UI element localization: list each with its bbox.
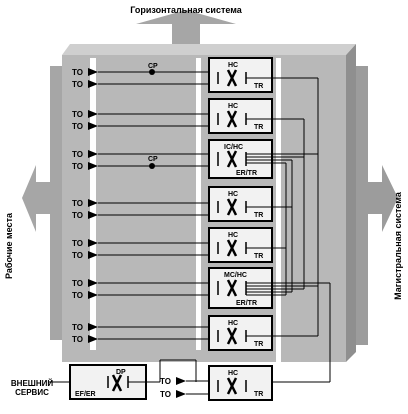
horizontal-system-label: Горизонтальная система — [130, 5, 243, 15]
row-4: TO TO HC TR — [72, 186, 292, 222]
outlet-label: TO — [72, 279, 83, 288]
horizontal-system-arrow-icon — [136, 10, 236, 44]
row-1: TO TO CP HC TR — [72, 57, 318, 93]
consolidation-point-icon — [149, 163, 155, 169]
outlet-icon — [88, 279, 98, 287]
row-2: TO TO HC TR — [72, 98, 304, 134]
hc-label: HC — [228, 320, 238, 327]
backbone-bus-lines — [246, 282, 330, 296]
hc-label: HC — [228, 191, 238, 198]
outlet-icon — [88, 150, 98, 158]
ic-hc-block — [208, 139, 273, 179]
outlet-label: TO — [72, 122, 83, 131]
hc-block — [208, 227, 273, 263]
hc-label: HC — [228, 370, 238, 377]
outlet-label: TO — [72, 68, 83, 77]
patch-panel-icon — [217, 377, 247, 395]
outlet-icon — [176, 390, 186, 398]
main-panel — [62, 44, 356, 362]
external-service-label-line1: ВНЕШНИЙ — [11, 379, 53, 388]
patch-panel-icon — [217, 198, 247, 216]
er-tr-label: ER/TR — [236, 300, 257, 307]
mc-hc-label: MC/HC — [224, 272, 247, 279]
row-3: TO TO CP IC/HC ER/TR — [72, 139, 318, 179]
tr-label: TR — [254, 391, 263, 398]
consolidation-point-icon — [149, 69, 155, 75]
outlet-icon — [88, 80, 98, 88]
hc-block — [208, 57, 273, 93]
work-places-arrow-icon — [22, 66, 62, 340]
outlet-label: TO — [72, 199, 83, 208]
patch-panel-icon — [217, 239, 247, 257]
er-tr-label: ER/TR — [236, 170, 257, 177]
outlet-icon — [88, 323, 98, 331]
hc-block — [208, 98, 273, 134]
outlet-label: TO — [72, 162, 83, 171]
ic-hc-label: IC/HC — [224, 144, 243, 151]
outlet-label: TO — [72, 80, 83, 89]
backbone-risers — [246, 78, 331, 383]
dp-label: DP — [116, 369, 126, 376]
hc-label: HC — [228, 232, 238, 239]
hc-label: HC — [228, 62, 238, 69]
hc-label: HC — [228, 103, 238, 110]
tr-label: TR — [254, 253, 263, 260]
tr-label: TR — [254, 212, 263, 219]
outlet-icon — [88, 239, 98, 247]
tr-label: TR — [254, 124, 263, 131]
outlet-icon — [176, 377, 186, 385]
outlet-label: TO — [72, 239, 83, 248]
outlet-icon — [88, 110, 98, 118]
hc-block — [208, 365, 273, 401]
outlet-label: TO — [72, 110, 83, 119]
consolidation-point-label: CP — [148, 156, 158, 163]
outlet-icon — [88, 199, 98, 207]
outlet-icon — [88, 68, 98, 76]
outlet-label: TO — [160, 377, 171, 386]
outlet-label: TO — [72, 211, 83, 220]
outlet-icon — [88, 335, 98, 343]
outlet-icon — [88, 162, 98, 170]
tr-label: TR — [254, 83, 263, 90]
outlet-icon — [88, 211, 98, 219]
outlet-label: TO — [160, 390, 171, 399]
outlet-icon — [88, 251, 98, 259]
outlet-label: TO — [72, 291, 83, 300]
ef-er-label: EF/ER — [75, 391, 96, 398]
mc-hc-block — [208, 267, 273, 309]
outlet-label: TO — [72, 251, 83, 260]
row-external: DP EF/ER TO TO HC TR — [48, 359, 273, 401]
outlet-icon — [88, 291, 98, 299]
outlet-icon — [88, 122, 98, 130]
tr-label: TR — [254, 341, 263, 348]
outlet-label: TO — [72, 323, 83, 332]
outlet-label: TO — [72, 150, 83, 159]
hc-block — [208, 186, 273, 222]
backbone-system-label: Магистральная система — [393, 191, 403, 300]
row-5: TO TO HC TR — [72, 227, 286, 263]
work-places-label: Рабочие места — [4, 212, 14, 279]
backbone-system-arrow-icon — [356, 66, 398, 345]
external-service-label-line2: СЕРВИС — [15, 388, 49, 397]
hc-block — [208, 315, 273, 351]
backbone-bus-lines — [246, 153, 318, 164]
consolidation-point-label: CP — [148, 63, 158, 70]
row-7: TO TO HC TR — [72, 315, 318, 351]
outlet-label: TO — [72, 335, 83, 344]
row-6: TO TO MC/HC ER/TR — [72, 267, 330, 309]
patch-panel-icon — [217, 69, 247, 87]
